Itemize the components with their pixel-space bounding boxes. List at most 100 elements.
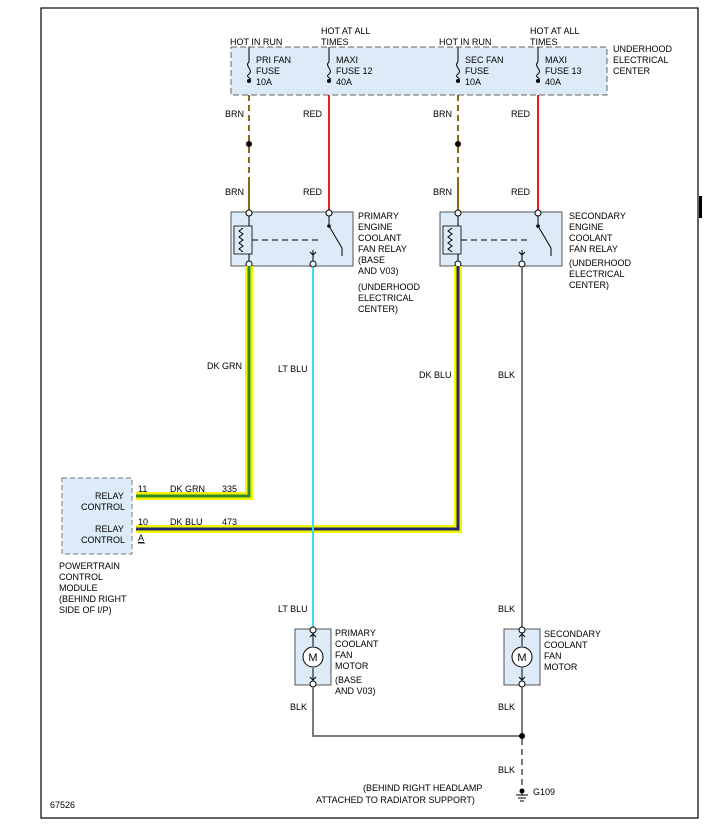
fuse-sec-fan-line-3: 10A: [465, 77, 481, 87]
fuse-pri-fan-line-1: PRI FAN: [256, 55, 291, 65]
primary-relay-label-8: ELECTRICAL: [358, 293, 414, 303]
fuse-pri-fan-line-2: FUSE: [256, 66, 280, 76]
pcm-relay-control-1b: CONTROL: [81, 502, 125, 512]
fuse-maxi-13-line-1: MAXI: [545, 55, 567, 65]
pcm-label-5: SIDE OF I/P): [59, 605, 112, 615]
underhood-electrical-center-box: [230, 46, 608, 96]
primary-relay-label-7: (UNDERHOOD: [358, 282, 420, 292]
hot-in-run-label-1: HOT IN RUN: [230, 37, 282, 47]
secondary-relay-label-1: SECONDARY: [569, 211, 626, 221]
ground-id: G109: [533, 787, 555, 797]
primary-relay-label-6: AND V03): [358, 266, 399, 276]
splice-ground: [519, 733, 525, 739]
pcm-pin-10: 10: [138, 517, 148, 527]
primary-motor-label-3: FAN: [335, 650, 353, 660]
pcm-label-2: CONTROL: [59, 572, 103, 582]
wire-label-red-3: RED: [511, 109, 531, 119]
wire-dkgrn: [136, 266, 251, 498]
ground-symbol-g109: [516, 788, 528, 802]
wire-blk-primary-ground: [312, 687, 522, 737]
wire-label-brn-2: BRN: [225, 187, 244, 197]
wire-label-brn-3: BRN: [433, 109, 452, 119]
fuse-symbol-maxi-13: [536, 61, 540, 83]
wire-label-dkblu-vertical: DK BLU: [419, 370, 452, 380]
wire-dkblu: [136, 266, 460, 531]
hot-at-all-times-label-1a: HOT AT ALL: [321, 26, 371, 36]
ground-location-2: ATTACHED TO RADIATOR SUPPORT): [316, 795, 475, 805]
primary-motor-label-4: MOTOR: [335, 661, 369, 671]
wire-label-dkblu-horizontal: DK BLU: [170, 517, 203, 527]
primary-relay-label-4: FAN RELAY: [358, 244, 407, 254]
primary-motor-label-5: (BASE: [335, 675, 362, 685]
wire-label-red-1: RED: [303, 109, 323, 119]
fuse-symbol-maxi-12: [327, 61, 331, 83]
secondary-relay-label-5: (UNDERHOOD: [569, 258, 631, 268]
pcm-relay-control-1a: RELAY: [95, 491, 124, 501]
wire-label-blk-5: BLK: [498, 765, 515, 775]
wire-label-dkgrn-horizontal: DK GRN: [170, 484, 205, 494]
secondary-motor-label-4: MOTOR: [544, 662, 578, 672]
secondary-relay-label-7: CENTER): [569, 280, 609, 290]
underhood-label-2: ELECTRICAL: [613, 55, 669, 65]
pcm-box: [61, 477, 133, 555]
primary-fan-relay: [230, 209, 354, 268]
wire-label-blk-1: BLK: [498, 370, 515, 380]
splice-brn-secondary: [455, 141, 461, 147]
fuse-symbol-sec-fan: [456, 61, 460, 83]
secondary-fan-motor: [503, 626, 541, 688]
hot-at-all-times-label-1b: TIMES: [321, 37, 349, 47]
primary-relay-label-5: (BASE: [358, 255, 385, 265]
hot-at-all-times-label-2b: TIMES: [530, 37, 558, 47]
fuse-maxi-13-line-2: FUSE 13: [545, 66, 582, 76]
primary-motor-label-2: COOLANT: [335, 639, 379, 649]
wire-label-blk-4: BLK: [498, 702, 515, 712]
wire-dkgrn-highlight: [136, 266, 253, 500]
figure-id: 67526: [50, 800, 75, 810]
primary-motor-label-6: AND V03): [335, 686, 376, 696]
primary-fan-motor: [294, 626, 332, 688]
primary-relay-label-9: CENTER): [358, 304, 398, 314]
wire-label-red-4: RED: [511, 187, 531, 197]
fuse-sec-fan-line-1: SEC FAN: [465, 55, 504, 65]
secondary-relay-label-6: ELECTRICAL: [569, 269, 625, 279]
frame-tab: [699, 196, 702, 218]
wire-label-ltblu-1: LT BLU: [278, 364, 308, 374]
primary-relay-label-3: COOLANT: [358, 233, 402, 243]
pcm-pin-11: 11: [138, 484, 147, 494]
circuit-335: 335: [222, 484, 237, 494]
hot-in-run-label-2: HOT IN RUN: [439, 37, 491, 47]
wire-label-blk-3: BLK: [290, 702, 307, 712]
ground-location-1: (BEHIND RIGHT HEADLAMP: [363, 783, 482, 793]
secondary-relay-label-4: FAN RELAY: [569, 244, 618, 254]
fuse-maxi-13-line-3: 40A: [545, 77, 561, 87]
fuse-pri-fan-line-3: 10A: [256, 77, 272, 87]
pcm-relay-control-2a: RELAY: [95, 524, 124, 534]
wire-label-dkgrn-vertical: DK GRN: [207, 361, 242, 371]
secondary-fan-relay: [439, 209, 563, 268]
secondary-motor-label-2: COOLANT: [544, 640, 588, 650]
underhood-label-3: CENTER: [613, 66, 651, 76]
pcm-label-1: POWERTRAIN: [59, 561, 120, 571]
pcm-label-3: MODULE: [59, 583, 98, 593]
fuse-maxi-12-line-1: MAXI: [336, 55, 358, 65]
fuse-maxi-12-line-2: FUSE 12: [336, 66, 373, 76]
wire-label-ltblu-2: LT BLU: [278, 604, 308, 614]
fuse-sec-fan-line-2: FUSE: [465, 66, 489, 76]
wire-label-blk-2: BLK: [498, 604, 515, 614]
primary-relay-label-1: PRIMARY: [358, 211, 399, 221]
primary-motor-label-1: PRIMARY: [335, 628, 376, 638]
diagram-frame: [40, 7, 699, 819]
secondary-relay-label-3: COOLANT: [569, 233, 613, 243]
pcm-connector-a: A: [138, 533, 144, 543]
secondary-relay-label-2: ENGINE: [569, 222, 604, 232]
fuse-symbol-pri-fan: [247, 61, 251, 83]
primary-motor-symbol: M: [308, 652, 317, 664]
secondary-motor-label-3: FAN: [544, 651, 562, 661]
secondary-motor-symbol: M: [517, 652, 526, 664]
hot-at-all-times-label-2a: HOT AT ALL: [530, 26, 580, 36]
circuit-473: 473: [222, 517, 237, 527]
wire-label-brn-4: BRN: [433, 187, 452, 197]
secondary-motor-label-1: SECONDARY: [544, 629, 601, 639]
wire-label-brn-1: BRN: [225, 109, 244, 119]
